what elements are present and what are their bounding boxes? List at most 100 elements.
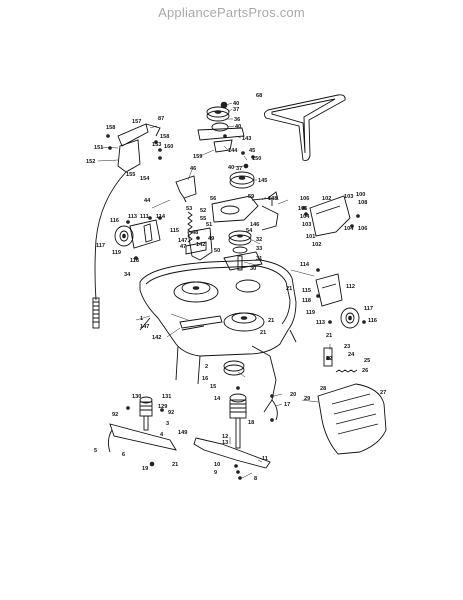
callout-1: 1 [140,316,143,322]
callout-45: 45 [249,148,255,154]
callout-160: 160 [164,144,173,150]
callout-47: 47 [180,244,186,250]
idler-arm-assembly [211,191,279,231]
callout-108: 108 [358,200,367,206]
callout-145: 145 [258,178,267,184]
callout-119: 119 [306,310,315,316]
callout-40: 40 [235,124,241,130]
callout-158: 158 [106,125,115,131]
callout-150: 150 [252,156,261,162]
discharge-chute-assembly [317,347,387,455]
callout-102: 102 [322,196,331,202]
callout-40: 40 [228,165,234,171]
callout-34: 34 [124,272,131,278]
callout-147: 147 [140,324,149,330]
callout-10: 10 [214,462,220,468]
callout-159: 159 [193,154,202,160]
callout-111: 111 [140,214,149,220]
mower-deck-housing [139,259,297,385]
callout-56: 56 [210,196,216,202]
callout-119: 119 [112,250,121,256]
callout-20: 20 [290,392,296,398]
callout-115: 115 [302,288,311,294]
right-gauge-wheel-assembly [315,268,366,329]
callout-149: 149 [178,430,187,436]
callout-87: 87 [158,116,164,122]
callout-14: 14 [214,396,221,402]
left-gauge-wheel-assembly [114,216,162,260]
callout-52: 52 [200,208,206,214]
deck-belt [263,94,346,161]
callout-21: 21 [326,333,332,339]
drive-pulley-assembly [229,151,255,189]
callout-53: 53 [186,206,192,212]
callout-104: 104 [300,214,310,220]
deck-baffle [179,315,223,331]
lower-pulley-assembly [223,345,278,422]
callout-113: 113 [316,320,325,326]
callout-13: 13 [222,440,228,446]
callout-51: 51 [206,222,212,228]
callout-6: 6 [122,452,125,458]
callout-44: 44 [144,198,151,204]
callout-55: 55 [200,216,206,222]
callout-116: 116 [368,318,377,324]
callout-22: 22 [326,356,332,362]
callout-9: 9 [214,470,217,476]
callout-21: 21 [286,286,292,292]
callout-40: 40 [233,101,239,107]
idler-spring [187,211,193,243]
callout-105: 105 [298,206,307,212]
callout-27: 27 [380,390,386,396]
callout-36: 36 [234,117,240,123]
callout-118: 118 [302,298,311,304]
callout-92: 92 [112,412,118,418]
callout-151: 151 [94,145,103,151]
callout-131: 131 [162,394,171,400]
idler-bracket-assembly [185,227,213,261]
callout-148: 148 [268,196,277,202]
callout-16: 16 [202,376,208,382]
callout-158: 158 [160,134,169,140]
callout-113: 113 [128,214,137,220]
callout-46: 46 [190,166,196,172]
callout-2: 2 [205,364,208,370]
callout-92: 92 [168,410,174,416]
callout-21: 21 [268,318,274,324]
callout-19: 19 [142,466,148,472]
callout-104: 104 [344,226,354,232]
callout-101: 101 [306,234,315,240]
upper-idler-pulley-assembly [197,101,245,153]
callout-129: 129 [158,404,167,410]
callout-48: 48 [192,230,198,236]
callout-155: 155 [126,172,135,178]
callout-4: 4 [160,432,164,438]
callout-59: 59 [248,194,254,200]
belt-guard-assembly [302,195,360,237]
callout-103: 103 [302,222,311,228]
callout-33: 33 [256,246,262,252]
callout-153: 153 [152,142,161,148]
callout-8: 8 [254,476,257,482]
engagement-cable-assembly [92,123,162,329]
callout-17: 17 [284,402,290,408]
callout-154: 154 [140,176,150,182]
callout-143: 143 [242,136,251,142]
callout-24: 24 [348,352,355,358]
callout-118: 118 [130,258,139,264]
callout-30: 30 [250,266,256,272]
callout-32: 32 [256,237,262,243]
callout-37: 37 [233,107,239,113]
belt-guide-bracket [175,175,197,203]
callout-114: 114 [300,262,310,268]
callout-142: 142 [152,335,161,341]
callout-28: 28 [320,386,326,392]
callout-100: 100 [356,192,365,198]
callout-102: 102 [312,242,321,248]
callout-142: 142 [196,242,205,248]
callout-12: 12 [222,434,228,440]
callout-54: 54 [246,228,253,234]
callout-23: 23 [344,344,350,350]
